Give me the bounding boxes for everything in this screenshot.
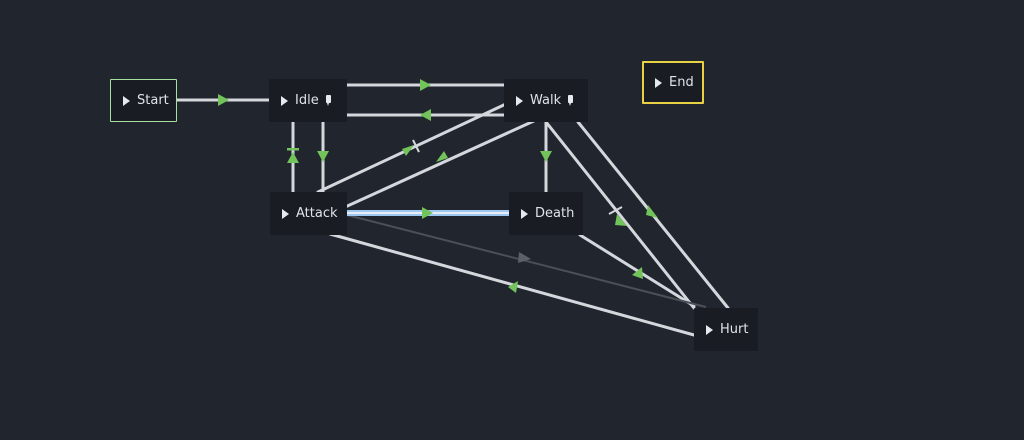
node-idle[interactable]: Idle: [269, 79, 347, 122]
transition-attack-hurt-inactive[interactable]: [346, 214, 707, 308]
node-hurt-label: Hurt: [720, 322, 749, 337]
arrow-attack-death: [422, 207, 433, 219]
transition-hurt-death[interactable]: [578, 233, 696, 308]
node-idle-label: Idle: [295, 93, 319, 108]
edit-icon[interactable]: [568, 95, 574, 106]
play-icon[interactable]: [123, 95, 130, 106]
arrow-attack-idle-bar: [287, 148, 299, 151]
node-walk-label: Walk: [530, 93, 562, 108]
node-attack-label: Attack: [296, 206, 338, 221]
node-death-label: Death: [535, 206, 575, 221]
arrow-walk-hurt: [646, 205, 658, 218]
arrow-attack-walk: [402, 145, 414, 156]
node-start[interactable]: Start: [110, 79, 177, 122]
arrow-hurt-attack: [508, 281, 518, 293]
arrow-idle-walk: [420, 79, 431, 91]
arrow-walk-death: [540, 151, 552, 162]
node-start-label: Start: [137, 93, 169, 108]
node-walk[interactable]: Walk: [504, 79, 588, 122]
play-icon[interactable]: [282, 208, 289, 219]
arrow-idle-attack: [317, 151, 329, 162]
arrow-attack-idle: [287, 152, 299, 163]
node-end[interactable]: End: [642, 61, 704, 104]
arrow-walk-idle: [420, 109, 431, 121]
node-death[interactable]: Death: [509, 192, 583, 235]
node-attack[interactable]: Attack: [270, 192, 347, 235]
arrow-hurt-death: [632, 267, 643, 279]
play-icon[interactable]: [516, 95, 523, 106]
arrow-hurt-walk: [615, 214, 627, 226]
arrow-hurt-walk-bar: [608, 206, 623, 215]
edit-icon[interactable]: [325, 95, 331, 106]
transition-hurt-walk[interactable]: [544, 120, 696, 310]
node-end-label: End: [669, 75, 694, 90]
play-icon[interactable]: [706, 324, 713, 335]
play-icon[interactable]: [655, 77, 662, 88]
arrow-start-idle: [218, 94, 229, 106]
node-hurt[interactable]: Hurt: [694, 308, 758, 351]
transition-attack-walk[interactable]: [316, 101, 510, 194]
arrow-attack-walk-bar: [412, 139, 420, 153]
transition-walk-attack[interactable]: [341, 118, 538, 210]
transition-hurt-attack[interactable]: [328, 232, 696, 337]
play-icon[interactable]: [521, 208, 528, 219]
arrow-walk-attack: [436, 151, 448, 162]
arrow-attack-hurt-inactive: [518, 252, 531, 263]
play-icon[interactable]: [281, 95, 288, 106]
